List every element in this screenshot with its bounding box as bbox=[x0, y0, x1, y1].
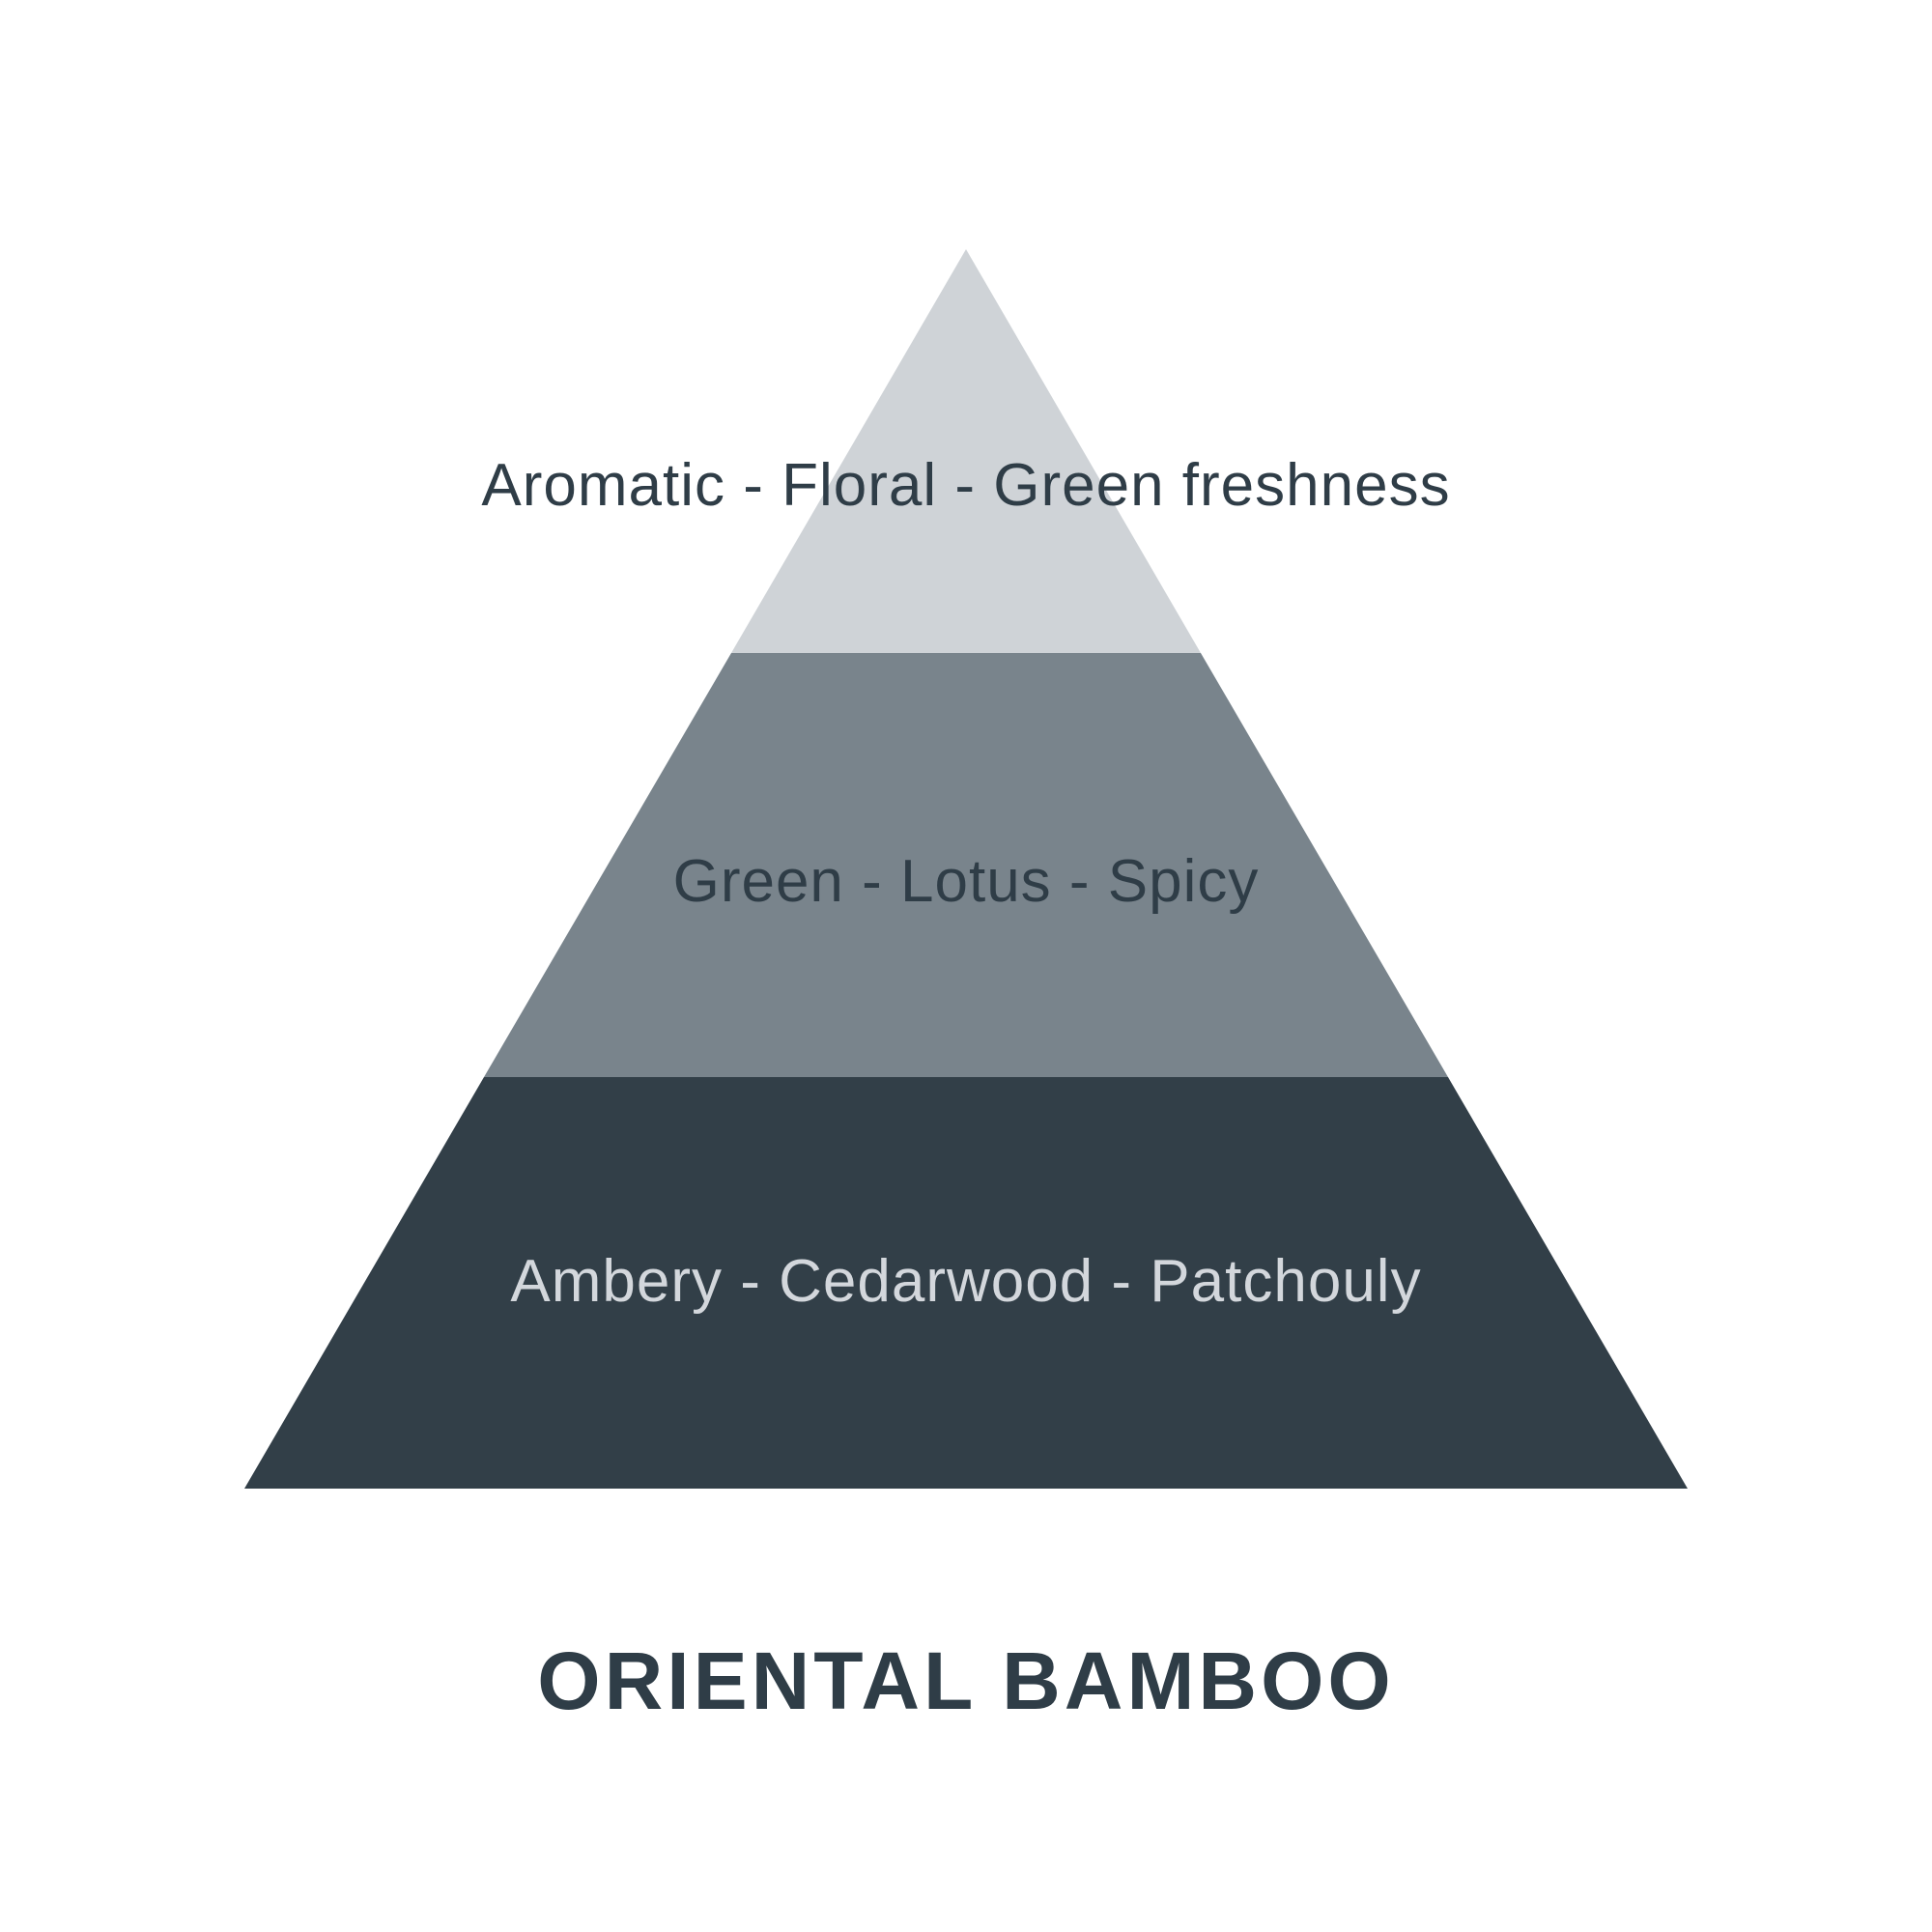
pyramid-tier-base bbox=[244, 1077, 1688, 1489]
pyramid-tier-top bbox=[731, 249, 1201, 653]
tier-label-top: Aromatic - Floral - Green freshness bbox=[481, 452, 1451, 519]
tier-label-middle: Green - Lotus - Spicy bbox=[672, 848, 1260, 915]
pyramid-tier-middle bbox=[484, 653, 1448, 1077]
tier-label-base: Ambery - Cedarwood - Patchouly bbox=[510, 1248, 1422, 1315]
product-title: ORIENTAL BAMBOO bbox=[537, 1635, 1395, 1726]
